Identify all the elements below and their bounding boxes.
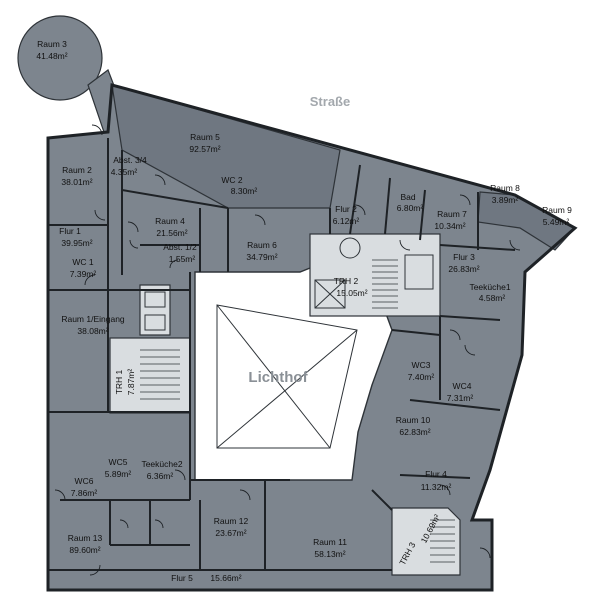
room-name: Raum 3: [37, 39, 67, 49]
stair-steps-trh-3: [430, 519, 455, 563]
room-name: Bad: [400, 192, 415, 202]
room-name: Raum 12: [214, 516, 249, 526]
room-area: 6.12m²: [333, 216, 360, 226]
room-name: WC 1: [72, 257, 94, 267]
room-area: 7.39m²: [70, 269, 97, 279]
room-name: Raum 2: [62, 165, 92, 175]
door-swings: [54, 124, 521, 576]
room-area: 7.87m²: [126, 369, 136, 396]
room-area: 1.55m²: [169, 254, 196, 264]
room-area: 15.66m²: [210, 573, 241, 583]
room-name: Raum 10: [396, 415, 431, 425]
room-name: Raum 6: [247, 240, 277, 250]
room-name: Raum 11: [313, 537, 347, 547]
stair-steps-trh-2: [372, 259, 398, 309]
skylight-diagonal-b: [216, 329, 358, 449]
courtyard-label: Lichthof: [248, 369, 308, 386]
skylight-diagonal-a: [216, 304, 331, 449]
room-area: 11.32m²: [421, 482, 452, 492]
elevator-car-b: [144, 314, 166, 331]
room-area: 5.49m²: [543, 217, 570, 227]
room-name: WC6: [75, 476, 94, 486]
room-name: Raum 8: [490, 183, 520, 193]
room-area: 3.89m²: [492, 195, 519, 205]
elevator-shaft-2: [314, 279, 346, 309]
stair-landing-2: [404, 254, 434, 290]
room-area: 34.79m²: [246, 252, 277, 262]
interior-walls: [48, 138, 516, 571]
room-area: 38.01m²: [61, 177, 92, 187]
room-name: Raum 5: [190, 132, 220, 142]
room-raum-3: [17, 15, 103, 101]
staircase-trh-3: [391, 507, 461, 576]
room-area: 6.36m²: [147, 471, 174, 481]
room-name: Flur 3: [453, 252, 475, 262]
room-area: 10.34m²: [434, 221, 465, 231]
room-name: Teeküche1: [469, 282, 510, 292]
room-name: Teeküche2: [141, 459, 182, 469]
room-name: Abst. 1/2: [163, 242, 197, 252]
room-area: 7.86m²: [71, 488, 98, 498]
room-name: TRH 2: [334, 276, 359, 286]
room-name: Abst. 3/4: [113, 155, 147, 165]
room-name: WC4: [453, 381, 472, 391]
room-name: Raum 9: [542, 205, 572, 215]
building-outline: [46, 83, 578, 592]
room-area: 89.60m²: [69, 545, 100, 555]
room-area: 41.48m²: [36, 51, 67, 61]
elevator-cross-b: [314, 279, 346, 309]
room-name: Raum 7: [437, 209, 467, 219]
room-raum-5: [111, 84, 341, 209]
room-area: 21.56m²: [156, 228, 187, 238]
room-area: 92.57m²: [189, 144, 220, 154]
room-name: TRH 1: [114, 369, 124, 394]
room-name: Raum 4: [155, 216, 185, 226]
elevator-car-a: [144, 291, 166, 308]
room-name: Flur 1: [59, 226, 81, 236]
room-area: 5.89m²: [105, 469, 132, 479]
room-area: 38.08m²: [77, 326, 108, 336]
room-area: 26.83m²: [448, 264, 479, 274]
room-name: Flur 2: [335, 204, 357, 214]
room-area: 62.83m²: [399, 427, 430, 437]
room-name: Raum 13: [68, 533, 103, 543]
room-name: WC5: [109, 457, 128, 467]
room-area: 4.35m²: [111, 167, 138, 177]
room-area: 15.05m²: [336, 288, 367, 298]
room-area: 7.40m²: [408, 372, 435, 382]
room-name: Raum 1/Eingang: [61, 314, 125, 324]
room-area: 23.67m²: [215, 528, 246, 538]
room-area: 7.31m²: [447, 393, 474, 403]
spiral-stair: [339, 237, 361, 259]
room-area: 6.80m²: [397, 203, 424, 213]
room-area: 8.30m²: [231, 186, 258, 196]
room-name: Flur 5: [171, 573, 193, 583]
room-name: WC3: [412, 360, 431, 370]
room-name: Flur 4: [425, 469, 447, 479]
room-name: WC 2: [221, 175, 243, 185]
street-label: Straße: [310, 94, 350, 109]
room-area: 39.95m²: [61, 238, 92, 248]
room-area: 58.13m²: [314, 549, 345, 559]
staircase-trh-2: [309, 233, 441, 317]
stair-steps-trh-1: [140, 349, 180, 400]
room-area: 4.58m²: [479, 293, 506, 303]
